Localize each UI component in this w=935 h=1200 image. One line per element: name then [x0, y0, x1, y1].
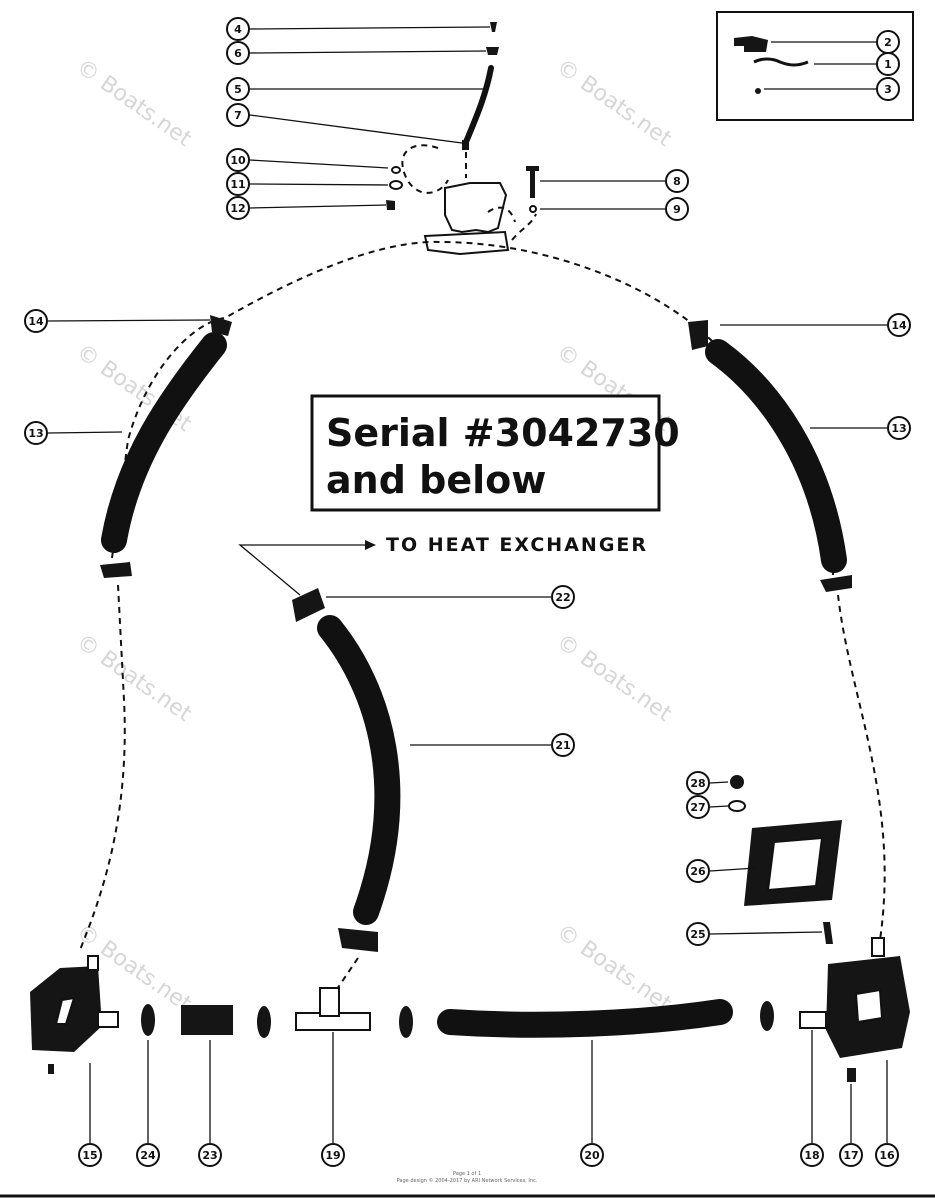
svg-text:8: 8 [673, 175, 681, 188]
right-clamp-top [688, 320, 708, 350]
serial-line2: and below [326, 458, 546, 502]
callout-13-right: 13 [887, 416, 911, 440]
callout-19: 19 [321, 1143, 345, 1167]
callout-8: 8 [665, 169, 689, 193]
serial-line1: Serial #3042730 [326, 411, 680, 455]
callout-28: 28 [686, 771, 710, 795]
svg-text:14: 14 [28, 315, 44, 328]
svg-text:17: 17 [843, 1149, 858, 1162]
bottom-assembly [30, 937, 910, 1082]
callout-14-left: 14 [24, 309, 48, 333]
callout-6: 6 [226, 41, 250, 65]
serial-title-box: Serial #3042730 and below [310, 394, 680, 512]
leader-lines [47, 26, 888, 1143]
inset-box [716, 11, 914, 121]
heat-exchanger-pointer: TO HEAT EXCHANGER [238, 534, 648, 596]
svg-text:23: 23 [202, 1149, 217, 1162]
callout-24: 22 [551, 585, 575, 609]
callout-2: 2 [876, 30, 900, 54]
svg-text:4: 4 [234, 23, 242, 36]
dashed-arch [111, 240, 834, 576]
footer: Page 1 of 1 Page design © 2004-2017 by A… [0, 1171, 935, 1198]
bracket-assembly [386, 22, 539, 256]
callouts: 4 6 5 7 10 11 12 8 9 2 1 3 14 14 13 13 2… [24, 17, 911, 1167]
heat-exchanger-label: TO HEAT EXCHANGER [386, 534, 648, 556]
left-hose [101, 332, 227, 553]
watermark: © Boats.net [72, 629, 197, 727]
callout-1: 1 [876, 52, 900, 76]
svg-text:16: 16 [879, 1149, 895, 1162]
callout-20: 20 [580, 1143, 604, 1167]
callout-11: 11 [226, 172, 250, 196]
svg-text:20: 20 [584, 1149, 600, 1162]
callout-16: 16 [875, 1143, 899, 1167]
callout-13-left: 13 [24, 421, 48, 445]
svg-text:5: 5 [234, 83, 242, 96]
svg-text:12: 12 [230, 202, 245, 215]
right-drop [837, 594, 886, 941]
svg-text:10: 10 [230, 154, 246, 167]
callout-22: 24 [136, 1143, 160, 1167]
svg-text:13: 13 [891, 422, 906, 435]
left-clamp-bottom [100, 562, 132, 578]
callout-26: 26 [686, 859, 710, 883]
svg-text:27: 27 [690, 801, 705, 814]
svg-text:9: 9 [673, 203, 681, 216]
svg-text:3: 3 [884, 83, 892, 96]
svg-text:28: 28 [690, 777, 705, 790]
footer-line2: Page design © 2004-2017 by ARI Network S… [397, 1177, 538, 1184]
svg-text:6: 6 [234, 47, 242, 60]
svg-text:21: 21 [555, 739, 570, 752]
svg-text:7: 7 [234, 109, 242, 122]
callout-21: 23 [198, 1143, 222, 1167]
callout-9: 9 [665, 197, 689, 221]
svg-text:15: 15 [82, 1149, 97, 1162]
watermark: © Boats.net [552, 919, 677, 1017]
right-hose [705, 339, 847, 573]
svg-text:11: 11 [230, 178, 245, 191]
svg-text:26: 26 [690, 865, 706, 878]
gasket-parts [728, 775, 842, 944]
watermark: © Boats.net [72, 54, 197, 152]
callout-25: 25 [686, 922, 710, 946]
callout-18: 18 [800, 1143, 824, 1167]
callout-15: 15 [78, 1143, 102, 1167]
callout-4: 4 [226, 17, 250, 41]
callout-27: 27 [686, 795, 710, 819]
svg-text:24: 24 [140, 1149, 156, 1162]
callout-7: 7 [226, 103, 250, 127]
svg-text:14: 14 [891, 319, 907, 332]
callout-5: 5 [226, 77, 250, 101]
svg-text:2: 2 [884, 36, 892, 49]
svg-text:19: 19 [325, 1149, 340, 1162]
callout-3: 3 [876, 77, 900, 101]
watermark: © Boats.net [552, 629, 677, 727]
watermark: © Boats.net [552, 54, 677, 152]
center-hose [317, 615, 401, 925]
svg-text:22: 22 [555, 591, 570, 604]
svg-text:13: 13 [28, 427, 43, 440]
left-clamp-top [210, 315, 232, 336]
right-clamp-bottom [820, 575, 852, 592]
svg-text:18: 18 [804, 1149, 819, 1162]
callout-12: 12 [226, 196, 250, 220]
footer-line1: Page 1 of 1 [453, 1171, 481, 1177]
callout-10: 10 [226, 148, 250, 172]
svg-text:25: 25 [690, 928, 705, 941]
svg-text:1: 1 [884, 58, 892, 71]
callout-17: 17 [839, 1143, 863, 1167]
callout-23: 21 [551, 733, 575, 757]
center-clamp-bottom [338, 928, 378, 952]
callout-14-right: 14 [887, 313, 911, 337]
center-clamp-top [292, 588, 325, 622]
